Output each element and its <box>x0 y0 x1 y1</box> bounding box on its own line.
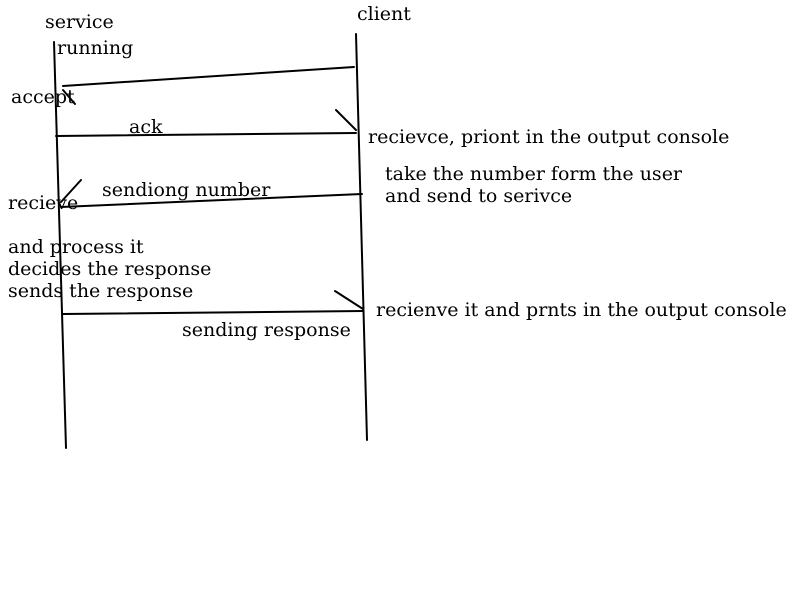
connect-arrowhead <box>62 89 76 105</box>
ack-arrowhead <box>335 109 357 131</box>
client-take-number-note-2: and send to serivce <box>385 185 572 207</box>
client-receive-print-note: recievce, priont in the output console <box>368 126 729 148</box>
client-participant-label: client <box>357 3 411 25</box>
ack-message-label: ack <box>129 116 163 138</box>
sending-number-message-label: sendiong number <box>102 179 271 201</box>
connect-message-arrow <box>62 66 355 87</box>
service-accept-note: accept <box>11 86 75 108</box>
sending-number-arrowhead <box>60 179 82 203</box>
client-receive-response-note: recienve it and prnts in the output cons… <box>376 299 787 321</box>
service-process-note-3: sends the response <box>8 280 193 302</box>
client-lifeline <box>355 33 368 441</box>
service-recieve-note: recieve <box>8 192 78 214</box>
sending-response-message-arrow <box>62 310 364 315</box>
service-running-note: running <box>57 37 133 59</box>
sending-response-message-label: sending response <box>182 319 351 341</box>
sending-number-message-arrow <box>60 193 363 208</box>
client-take-number-note-1: take the number form the user <box>385 163 683 185</box>
service-process-note-2: decides the response <box>8 258 211 280</box>
service-lifeline <box>53 41 67 449</box>
sending-response-arrowhead <box>334 290 364 310</box>
ack-message-arrow <box>55 132 357 137</box>
service-process-note-1: and process it <box>8 236 144 258</box>
service-participant-label: service <box>45 11 114 33</box>
